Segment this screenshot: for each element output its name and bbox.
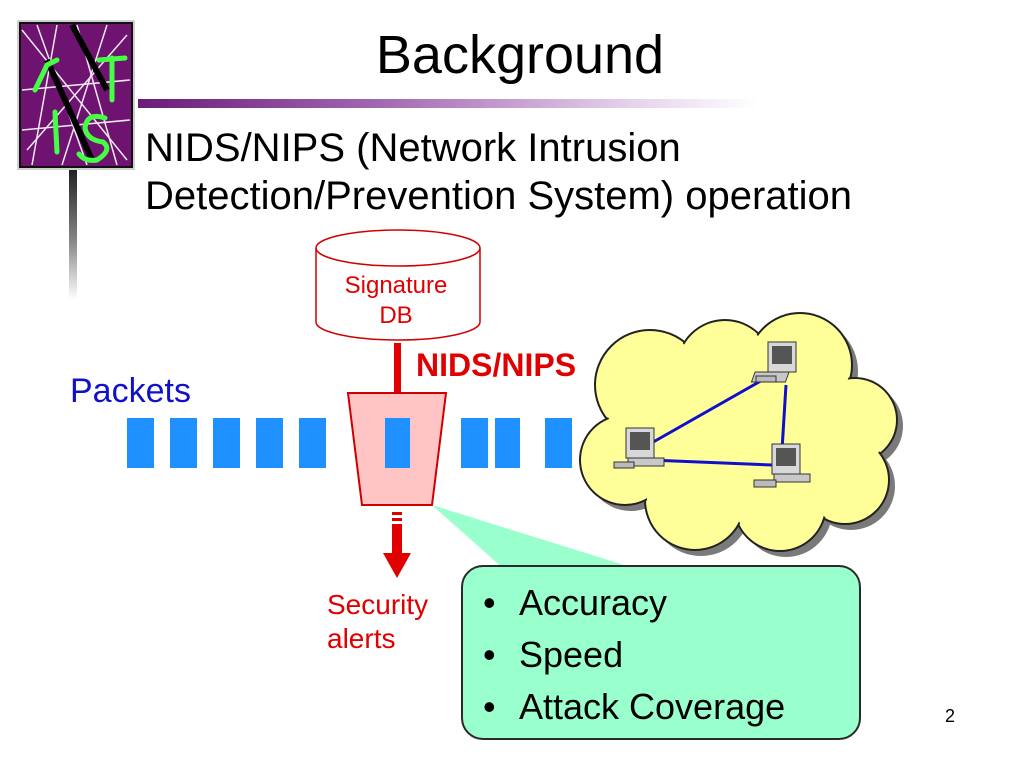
bullet-icon: •: [483, 686, 496, 727]
packets-label: Packets: [70, 372, 191, 410]
features-list: •Accuracy •Speed •Attack Coverage: [483, 577, 859, 733]
packet: [461, 418, 488, 468]
computer-icon: [613, 427, 665, 469]
page-number: 2: [945, 706, 956, 726]
computer-icon: [750, 341, 797, 383]
subtitle-line-2: Detection/Prevention System) operation: [145, 174, 853, 218]
subtitle-line-1: NIDS/NIPS (Network Intrusion: [145, 126, 681, 170]
bullet-icon: •: [483, 582, 496, 623]
packet-stream: [127, 418, 572, 468]
callout-connector: [432, 505, 640, 570]
network-links: [647, 376, 788, 467]
slide-title: Background: [375, 25, 665, 85]
network-cloud: [579, 312, 903, 557]
logo-stem: [69, 170, 77, 300]
computer-icon: [753, 443, 811, 488]
feature-item: •Attack Coverage: [483, 681, 859, 733]
database-cylinder-icon: [315, 229, 481, 341]
bullet-icon: •: [483, 634, 496, 675]
packet: [127, 418, 154, 468]
packet: [170, 418, 197, 468]
down-arrow-icon: [383, 512, 411, 578]
feature-item: •Accuracy: [483, 577, 859, 629]
packet: [385, 418, 410, 468]
database-label-line-1: Signature: [345, 272, 448, 299]
feature-item: •Speed: [483, 629, 859, 681]
logo-emblem-icon: [17, 20, 135, 170]
alerts-label-line-2: alerts: [327, 623, 396, 654]
db-connector-line: [394, 343, 401, 393]
title-rule: [138, 99, 758, 108]
nids-nips-label: NIDS/NIPS: [416, 347, 577, 383]
features-box: •Accuracy •Speed •Attack Coverage: [461, 565, 861, 740]
security-alerts-label: Security alerts: [327, 588, 428, 656]
packet: [545, 418, 572, 468]
packet: [256, 418, 283, 468]
packet: [495, 418, 520, 468]
alerts-label-line-1: Security: [327, 589, 429, 620]
packet: [213, 418, 240, 468]
packet: [299, 418, 326, 468]
slide-subtitle: NIDS/NIPS (Network Intrusion Detection/P…: [145, 124, 1005, 220]
database-label-line-2: DB: [379, 302, 412, 329]
